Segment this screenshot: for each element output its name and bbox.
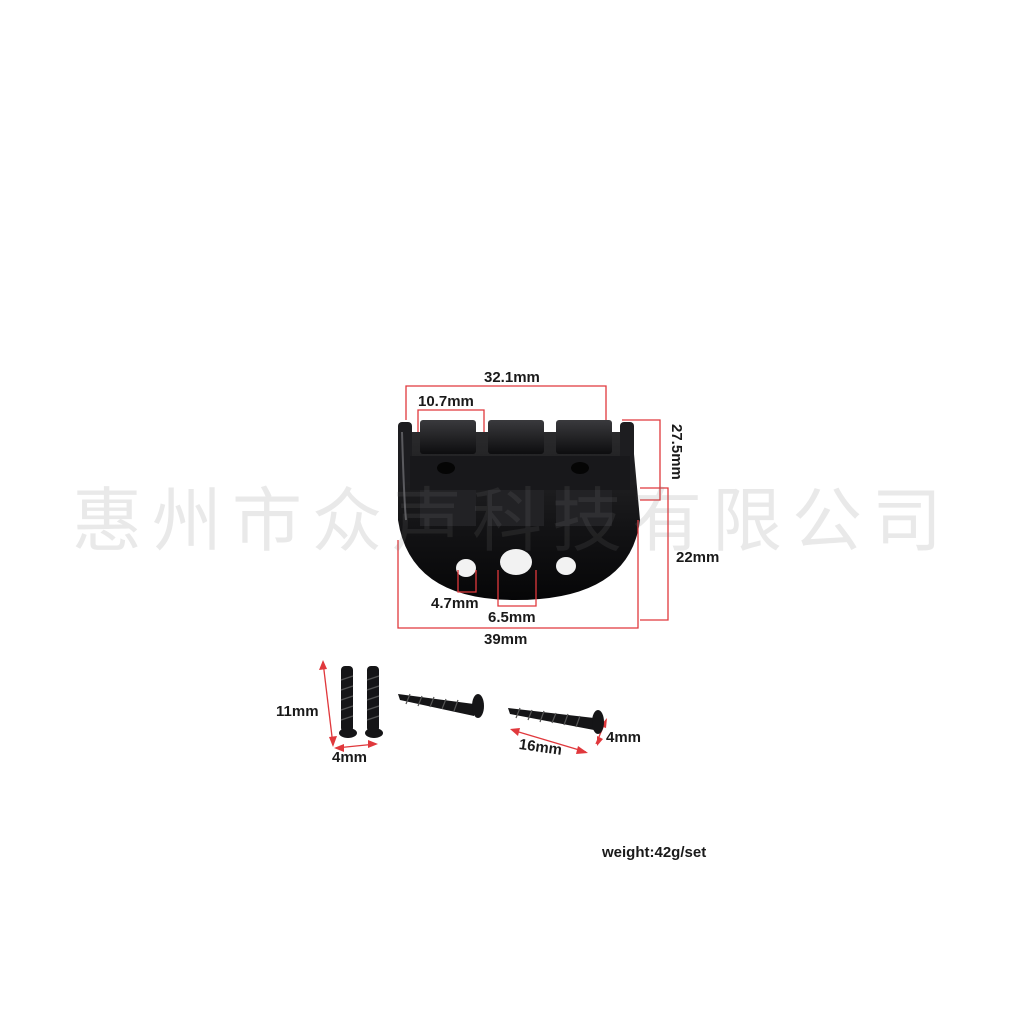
screws: [339, 666, 604, 738]
dim-large-hole: 6.5mm: [488, 609, 536, 626]
dim-base-width: 39mm: [484, 631, 528, 648]
dimension-lines: [322, 385, 669, 753]
dim-height: 27.5mm: [668, 424, 685, 480]
screw-short-length: 11mm: [276, 703, 319, 720]
dim-top-width: 32.1mm: [484, 369, 540, 386]
long-screw-1: [398, 693, 484, 718]
short-screw-2: [365, 666, 383, 738]
long-screw-2: [508, 707, 604, 734]
dim-depth: 22mm: [676, 549, 720, 566]
dim-small-hole: 4.7mm: [431, 595, 479, 612]
screw-long-diameter: 4mm: [606, 729, 642, 746]
short-screw-1: [339, 666, 357, 738]
dim-slot-width: 10.7mm: [418, 393, 474, 410]
weight-label: weight:42g/set: [602, 844, 707, 861]
string-nut-part: [398, 420, 640, 600]
company-watermark: 惠州市众声科技有限公司: [72, 480, 952, 562]
screw-short-diameter: 4mm: [332, 749, 368, 766]
